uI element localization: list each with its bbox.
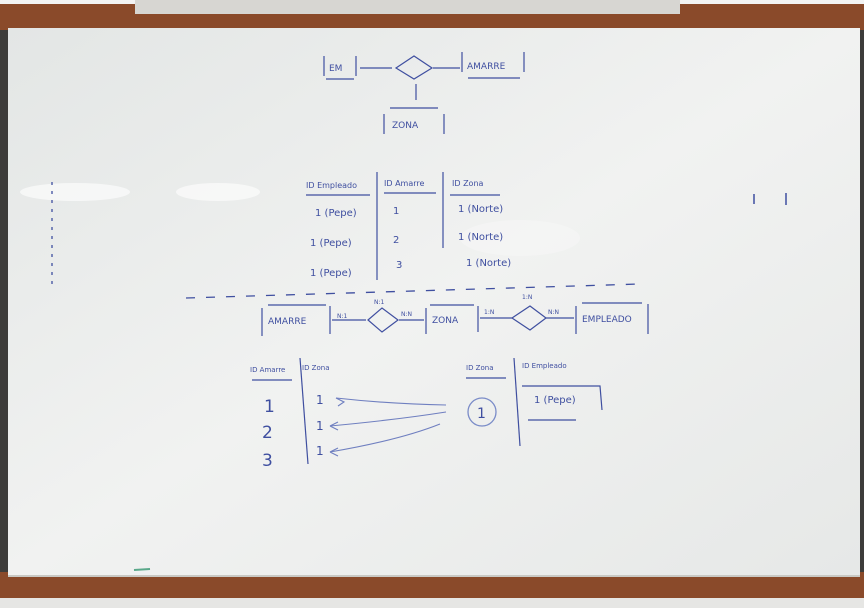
right-table-cell: 1 bbox=[477, 406, 486, 422]
entity-amarre-label: AMARRE bbox=[268, 317, 307, 327]
left-table-header-amarre: ID Amarre bbox=[250, 366, 285, 374]
top-table-header-zona: ID Zona bbox=[452, 179, 484, 188]
top-table-cell: 1 (Pepe) bbox=[310, 268, 352, 279]
separator-dashed-line bbox=[185, 283, 641, 299]
left-table-lines bbox=[252, 357, 309, 465]
highlighted-zone-circle bbox=[467, 397, 497, 427]
left-table-cell: 3 bbox=[262, 451, 273, 471]
cardinality-label: 1:N bbox=[484, 309, 494, 316]
green-marker-dot bbox=[133, 568, 151, 571]
top-table-header-amarre: ID Amarre bbox=[384, 179, 424, 188]
right-table-header-zona: ID Zona bbox=[466, 364, 493, 372]
relation-diamond bbox=[394, 55, 434, 80]
entity-empleado-label: EMPLEADO bbox=[582, 315, 632, 325]
top-table-lines bbox=[306, 172, 500, 280]
marker-tray bbox=[135, 0, 680, 14]
left-table-cell: 1 bbox=[264, 397, 275, 417]
relation-diamond bbox=[367, 307, 399, 333]
top-table-cell: 1 (Norte) bbox=[458, 232, 503, 243]
cardinality-label: N:N bbox=[548, 309, 559, 316]
right-table-cell: 1 (Pepe) bbox=[534, 395, 576, 406]
top-table-cell: 3 bbox=[396, 260, 402, 271]
left-table-cell: 1 bbox=[316, 444, 324, 458]
top-table-cell: 2 bbox=[393, 235, 399, 246]
entity-zona-label: ZONA bbox=[432, 316, 459, 326]
relationship-arrows bbox=[329, 397, 447, 457]
entity-zona-label: ZONA bbox=[392, 121, 419, 131]
top-table-cell: 1 (Pepe) bbox=[310, 238, 352, 249]
top-table-cell: 1 (Norte) bbox=[458, 204, 503, 215]
left-table-cell: 1 bbox=[316, 419, 324, 433]
cardinality-label: 1:N bbox=[522, 294, 532, 301]
left-table-header-zona: ID Zona bbox=[302, 364, 329, 372]
entity-em-label: EM bbox=[329, 64, 342, 74]
right-tick-marks bbox=[753, 193, 787, 205]
left-table-cell: 1 bbox=[316, 393, 324, 407]
left-table-cell: 2 bbox=[262, 423, 273, 443]
top-er-diagram bbox=[323, 52, 525, 134]
top-table-cell: 1 (Pepe) bbox=[315, 208, 357, 219]
top-table-cell: 1 bbox=[393, 206, 399, 217]
right-table-header-empleado: ID Empleado bbox=[522, 362, 567, 370]
cardinality-label: N:N bbox=[401, 311, 412, 318]
bottom-er-diagram bbox=[261, 302, 649, 336]
entity-amarre-label: AMARRE bbox=[467, 62, 506, 72]
whiteboard-surface bbox=[8, 28, 860, 576]
top-table-header-empleado: ID Empleado bbox=[306, 181, 357, 190]
top-table-cell: 1 (Norte) bbox=[466, 258, 511, 269]
right-table-lines bbox=[466, 357, 603, 447]
cardinality-label: N:1 bbox=[337, 313, 348, 320]
cardinality-label: N:1 bbox=[374, 299, 385, 306]
